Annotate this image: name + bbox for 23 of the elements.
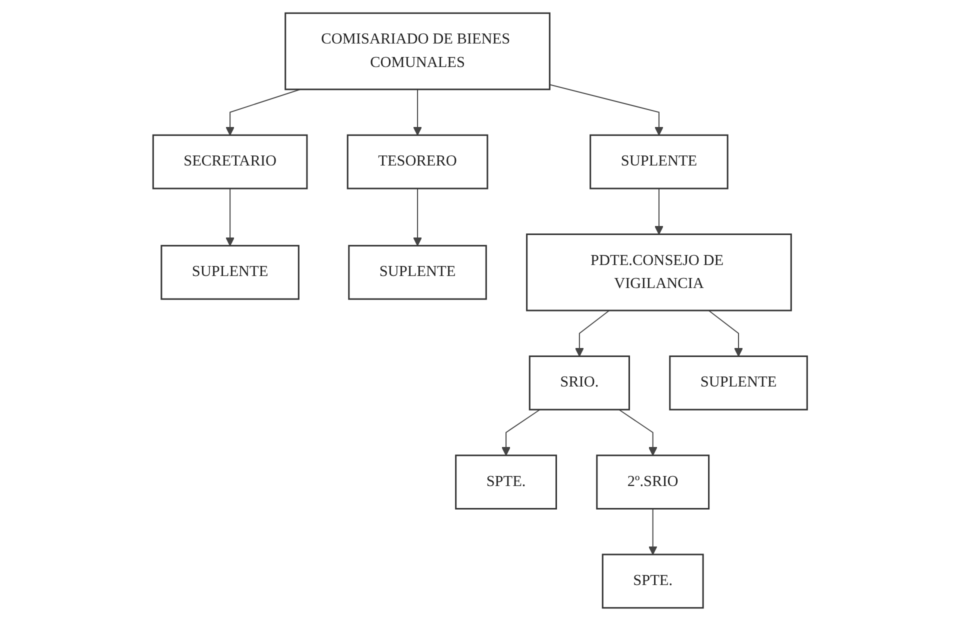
arrow [226,88,301,136]
node-box: PDTE.CONSEJO DE VIGILANCIA [526,234,792,312]
node-box: SPTE. [455,454,558,510]
arrow [226,188,235,246]
node-box: SUPLENTE [669,355,808,410]
node-box: 2º.SRIO [596,454,710,510]
arrow [550,84,664,136]
node-box: SUPLENTE [161,244,300,300]
node-box: SPTE. [602,554,704,609]
node-box: TESORERO [347,134,489,190]
node-box: SECRETARIO [152,134,308,190]
arrow [708,310,744,357]
arrow [413,188,422,246]
node-box: COMISARIADO DE BIENES COMUNALES [284,12,551,90]
arrow [654,188,664,235]
arrow [648,508,658,555]
arrow [502,409,541,456]
node-box: SRIO. [529,355,630,410]
arrow [619,409,658,456]
arrow [413,89,422,136]
arrow [575,310,610,357]
node-box: SUPLENTE [348,244,488,300]
node-box: SUPLENTE [590,134,729,190]
